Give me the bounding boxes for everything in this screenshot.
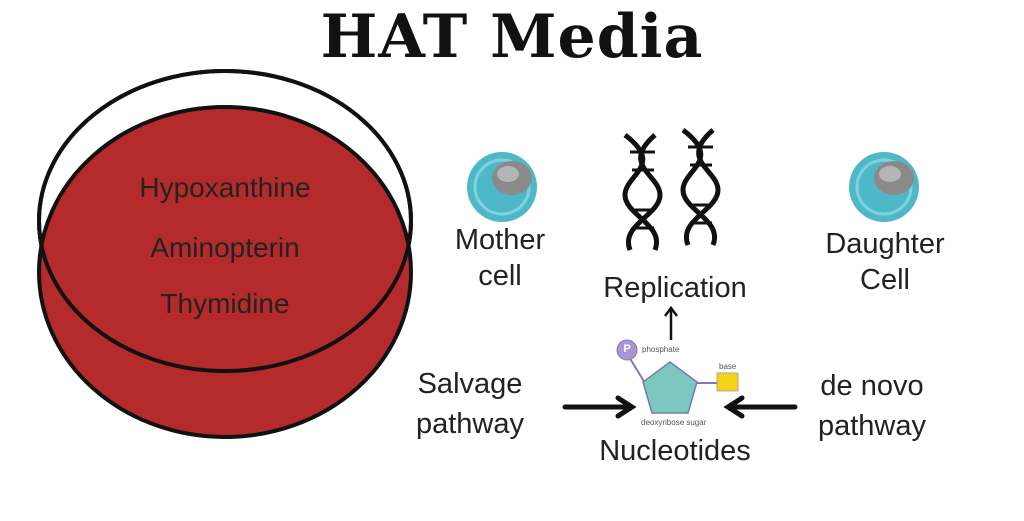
dna-helix-icon [622, 133, 663, 251]
mother-cell-line1: Mother [454, 224, 546, 256]
base-label: base [719, 362, 737, 371]
dish-component-thymidine: Thymidine [160, 288, 290, 319]
dish-component-aminopterin: Aminopterin [150, 232, 300, 263]
daughter-cell-label: Daughter Cell [805, 226, 965, 298]
sugar-label: deoxyribose sugar [641, 418, 707, 427]
nucleotide-structure [616, 339, 739, 414]
denovo-arrow-icon [723, 395, 798, 419]
denovo-line1: de novo [820, 370, 924, 402]
mother-cell-label: Mother cell [430, 222, 570, 294]
daughter-cell-icon [849, 152, 919, 222]
daughter-cell-line1: Daughter [825, 228, 945, 260]
salvage-line2: pathway [415, 408, 524, 440]
nucleotides-label: Nucleotides [599, 435, 751, 467]
daughter-cell-line2: Cell [860, 264, 910, 296]
salvage-pathway-label: Salvage pathway [395, 364, 545, 444]
petri-dish [37, 69, 413, 439]
salvage-line1: Salvage [417, 368, 523, 400]
phosphate-label: phosphate [642, 345, 680, 354]
mother-cell-line2: cell [478, 260, 522, 292]
replication-label: Replication [603, 272, 747, 304]
up-arrow-icon [664, 305, 678, 340]
dish-component-hypoxanthine: Hypoxanthine [139, 172, 311, 203]
page-title: HAT Media [320, 2, 704, 72]
denovo-line2: pathway [817, 410, 926, 442]
dna-helix-icon [680, 128, 721, 246]
phosphate-symbol: P [623, 343, 631, 355]
denovo-pathway-label: de novo pathway [797, 366, 947, 446]
salvage-arrow-icon [562, 395, 637, 419]
mother-cell-icon [467, 152, 537, 222]
